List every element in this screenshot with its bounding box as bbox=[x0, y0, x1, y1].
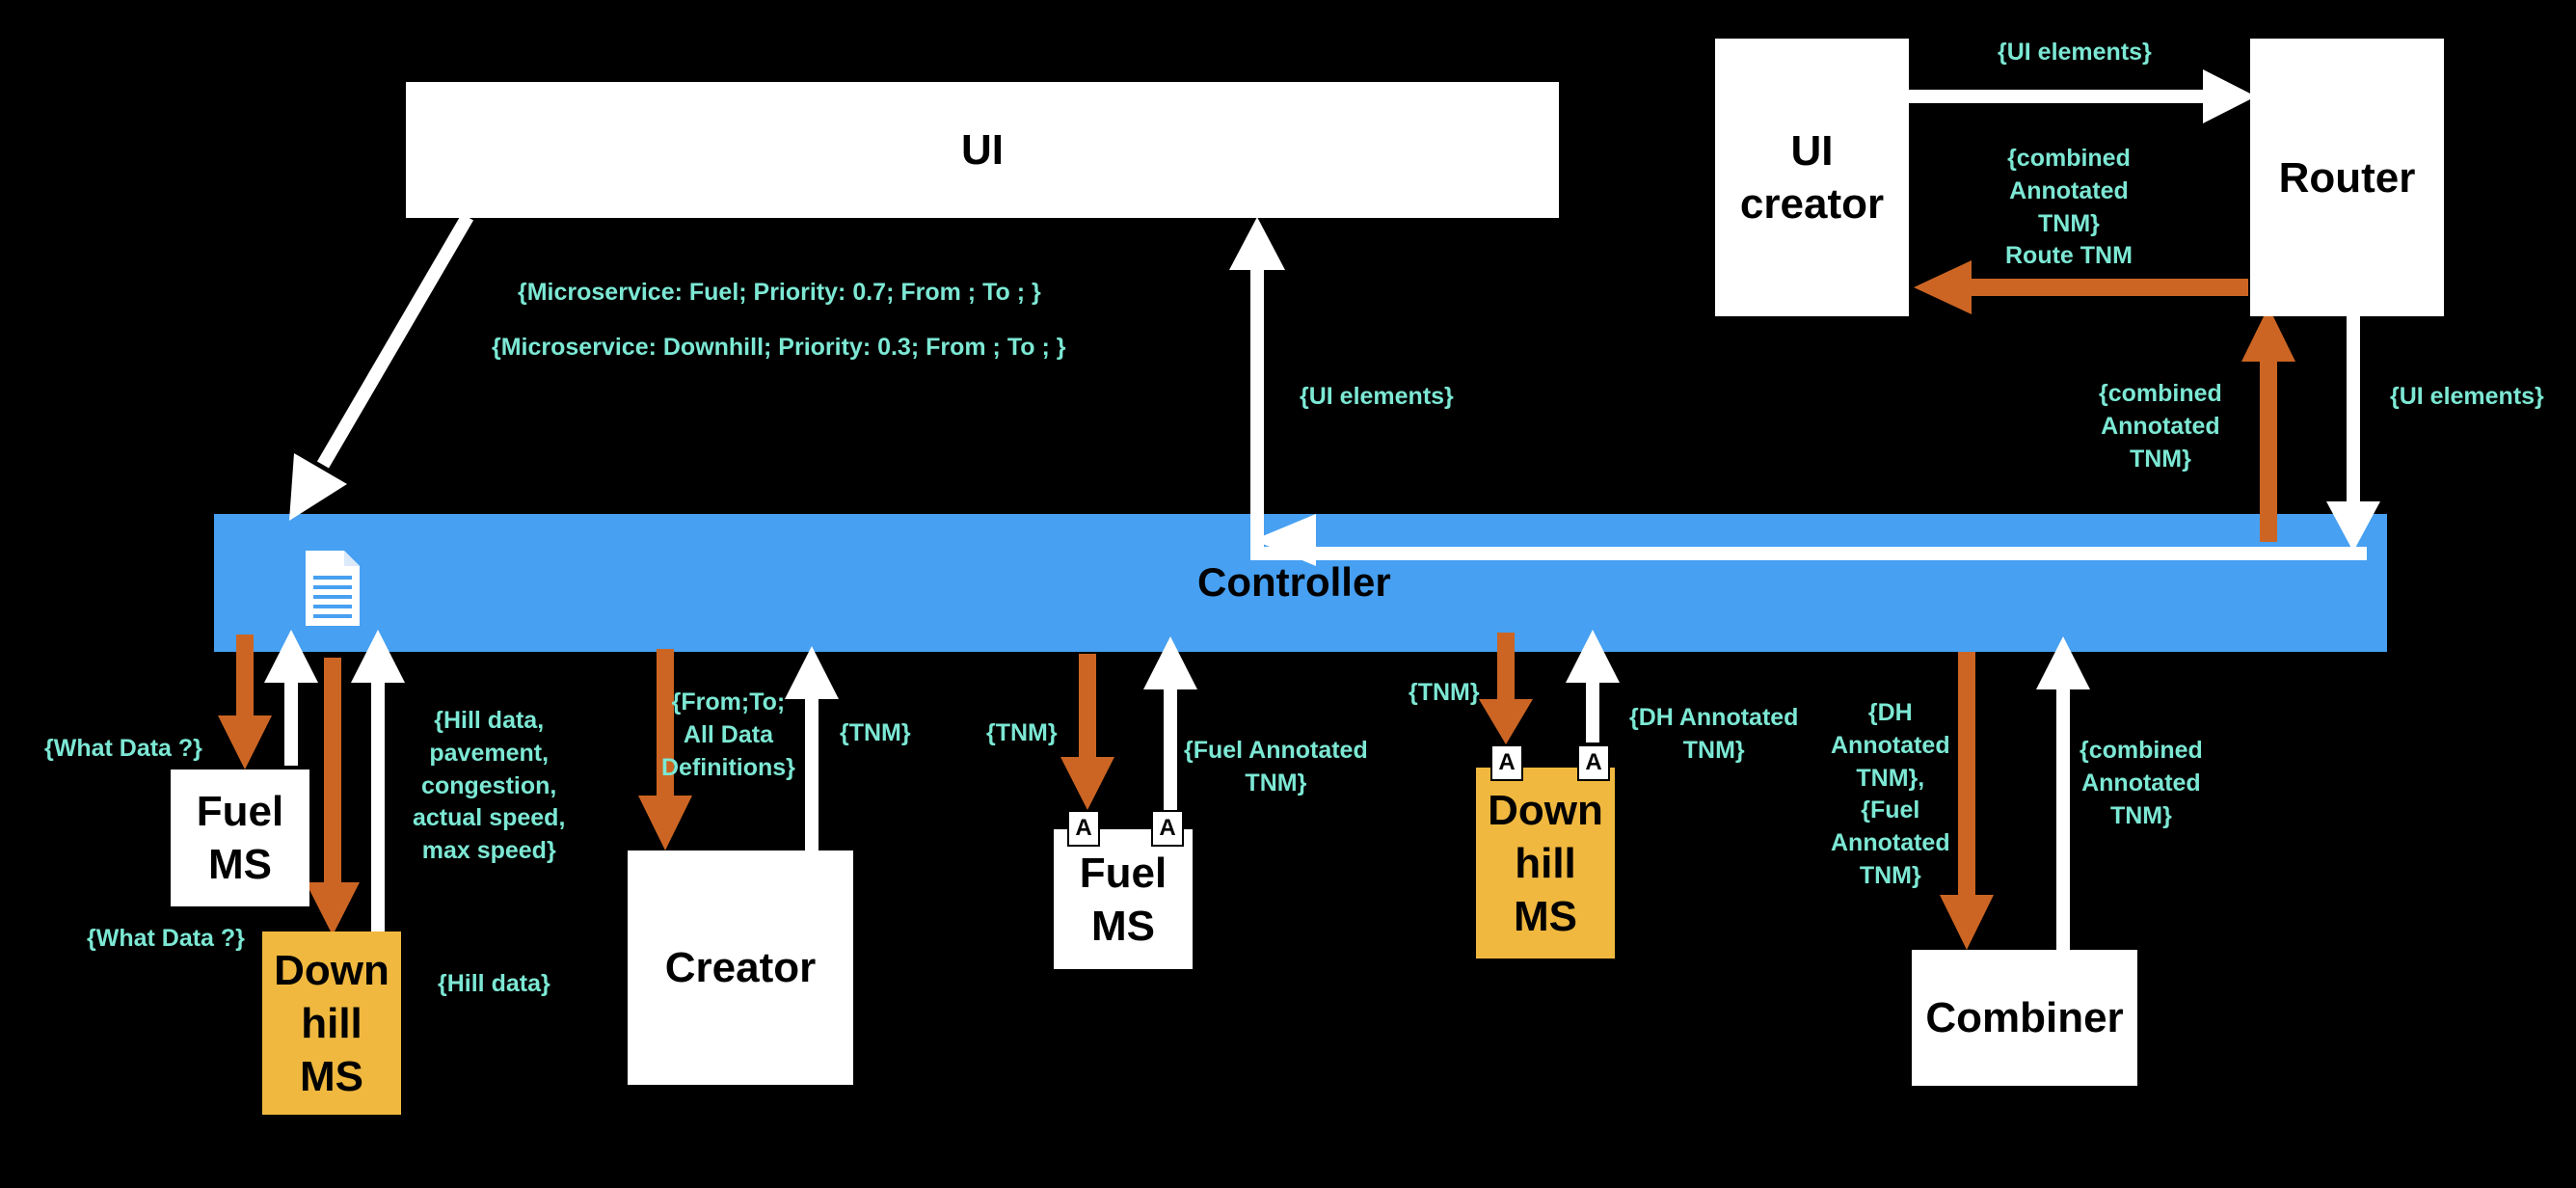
annotation-badge: A bbox=[1490, 744, 1523, 781]
arrow-fuel-ms-mid-to-controller bbox=[1143, 636, 1197, 810]
label-ui-elements-right: {UI elements} bbox=[2390, 383, 2544, 410]
label-combined-route: {combined Annotated TNM} Route TNM bbox=[2005, 145, 2133, 270]
label-tnm-creator: {TNM} bbox=[840, 719, 911, 746]
annotation-badge: A bbox=[1577, 744, 1610, 781]
creator-label: Creator bbox=[664, 944, 817, 991]
label-microservice-downhill: {Microservice: Downhill; Priority: 0.3; … bbox=[492, 334, 1066, 361]
arrow-downhill-ms-left-to-controller bbox=[351, 630, 405, 932]
document-icon bbox=[306, 551, 360, 626]
fuel-ms-mid-box: Fuel MS bbox=[1054, 829, 1193, 969]
ui-box: UI bbox=[406, 82, 1559, 218]
arrow-controller-to-fuel-ms-left bbox=[218, 634, 272, 770]
label-combined-right: {combined Annotated TNM} bbox=[2099, 380, 2222, 472]
ui-label: UI bbox=[961, 126, 1004, 174]
downhill-ms-mid-label-line3: MS bbox=[1514, 892, 1577, 940]
downhill-ms-left-label-line2: hill bbox=[301, 999, 362, 1047]
downhill-ms-mid-box: Down hill MS bbox=[1476, 768, 1615, 958]
label-hill-data-list: {Hill data, pavement, congestion, actual… bbox=[413, 707, 566, 864]
fuel-ms-left-label-line1: Fuel bbox=[196, 788, 284, 835]
label-fuel-annotated: {Fuel Annotated TNM} bbox=[1184, 737, 1368, 796]
combiner-label: Combiner bbox=[1925, 994, 2124, 1041]
annotation-badge: A bbox=[1067, 810, 1100, 847]
label-tnm-dh: {TNM} bbox=[1409, 679, 1480, 706]
arrow-controller-to-creator bbox=[638, 649, 692, 850]
arrow-controller-to-combiner bbox=[1940, 652, 1994, 950]
label-combined-combiner: {combined Annotated TNM} bbox=[2080, 737, 2203, 829]
label-dh-fuel-annotated: {DH Annotated TNM}, {Fuel Annotated TNM} bbox=[1831, 699, 1950, 889]
arrow-controller-to-downhill-ms-mid bbox=[1479, 633, 1533, 744]
arrow-combiner-to-controller bbox=[2036, 636, 2090, 950]
combiner-box: Combiner bbox=[1912, 950, 2137, 1086]
fuel-ms-mid-label-line2: MS bbox=[1091, 902, 1155, 950]
fuel-ms-left-label-line2: MS bbox=[208, 841, 272, 888]
label-hill-data: {Hill data} bbox=[438, 970, 550, 997]
fuel-ms-mid-label-line1: Fuel bbox=[1079, 849, 1167, 897]
arrow-controller-to-router bbox=[2241, 307, 2295, 542]
arrow-router-to-uicreator bbox=[1914, 260, 2248, 314]
router-box: Router bbox=[2250, 39, 2444, 316]
downhill-ms-mid-label-line2: hill bbox=[1515, 839, 1576, 887]
label-ui-elements-left: {UI elements} bbox=[1300, 383, 1454, 410]
arrow-fuel-ms-left-to-controller bbox=[264, 630, 318, 766]
fuel-ms-left-box: Fuel MS bbox=[171, 770, 309, 906]
ui-creator-label-line2: creator bbox=[1739, 180, 1885, 228]
controller-label: Controller bbox=[1197, 559, 1391, 605]
label-tnm-fuel: {TNM} bbox=[986, 719, 1058, 746]
label-microservice-fuel: {Microservice: Fuel; Priority: 0.7; From… bbox=[518, 279, 1041, 306]
label-what-data-2: {What Data ?} bbox=[87, 925, 245, 952]
downhill-ms-left-label-line3: MS bbox=[300, 1052, 363, 1100]
label-ui-elements-top: {UI elements} bbox=[1998, 39, 2152, 66]
arrow-router-to-controller bbox=[2326, 316, 2380, 552]
ui-creator-label-line1: UI bbox=[1790, 127, 1834, 175]
arrow-controller-to-downhill-ms-left bbox=[306, 658, 360, 935]
arrow-uicreator-to-router bbox=[1909, 69, 2256, 123]
arrow-downhill-ms-mid-to-controller bbox=[1566, 630, 1620, 742]
creator-box: Creator bbox=[628, 850, 853, 1085]
ui-creator-box: UI creator bbox=[1715, 39, 1909, 316]
label-from-to: {From;To; All Data Definitions} bbox=[661, 688, 795, 781]
label-what-data-1: {What Data ?} bbox=[44, 735, 202, 762]
downhill-ms-left-box: Down hill MS bbox=[262, 932, 401, 1115]
arrow-router-controller-ui bbox=[1229, 217, 2367, 566]
arrow-controller-to-fuel-ms-mid bbox=[1060, 654, 1114, 810]
arrow-creator-to-controller bbox=[785, 646, 839, 850]
downhill-ms-mid-label-line1: Down bbox=[1488, 786, 1603, 834]
downhill-ms-left-label-line1: Down bbox=[274, 946, 389, 994]
annotation-badge: A bbox=[1151, 810, 1184, 847]
arrow-ui-to-controller bbox=[289, 213, 474, 521]
label-dh-annotated: {DH Annotated TNM} bbox=[1629, 704, 1799, 764]
router-label: Router bbox=[2278, 153, 2416, 202]
